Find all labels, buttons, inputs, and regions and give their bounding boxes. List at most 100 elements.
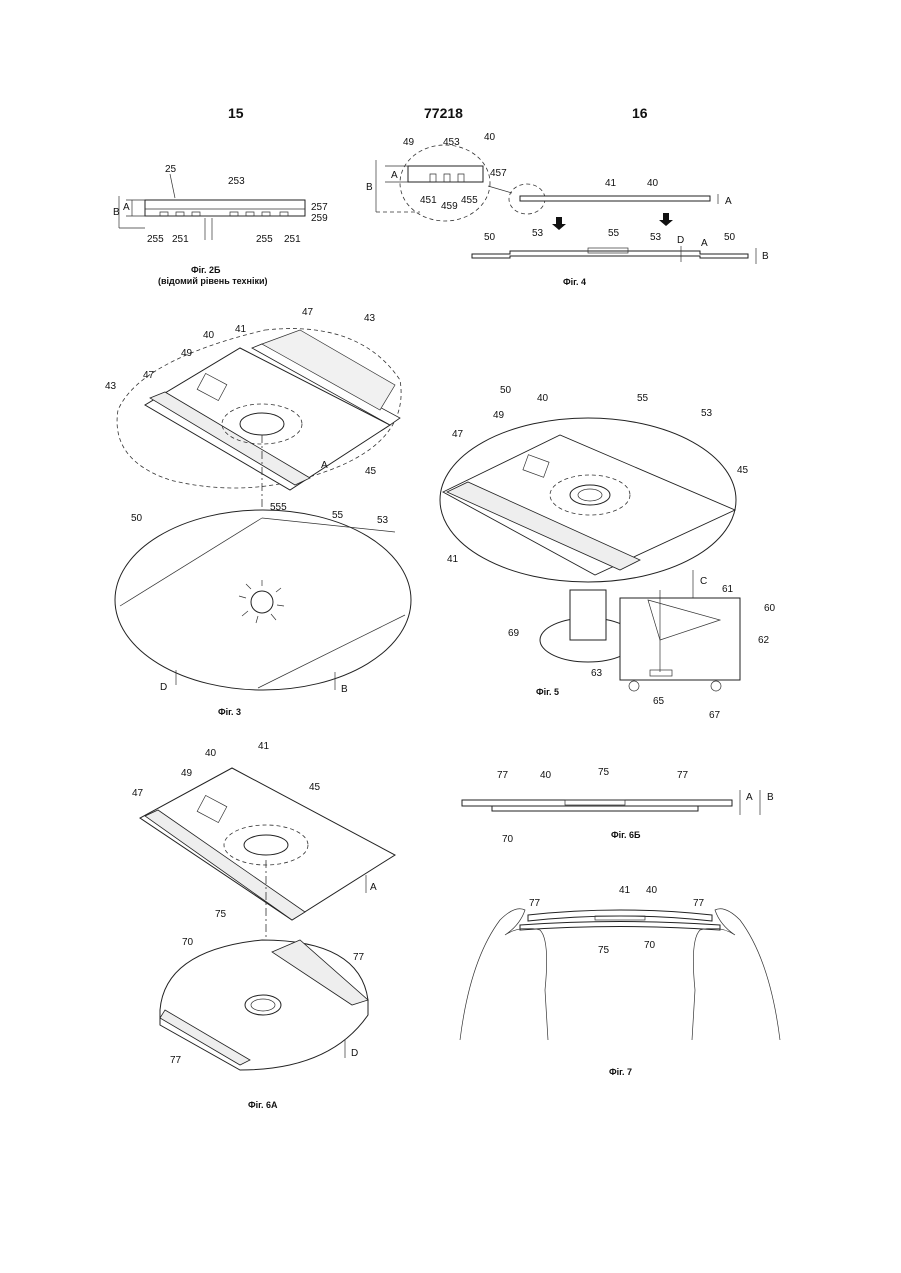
fig7-caption: Фіг. 7 (609, 1067, 632, 1077)
fig3-caption: Фіг. 3 (218, 707, 241, 717)
fig4-label-A2: A (725, 196, 732, 207)
fig6a-label-41: 41 (258, 741, 270, 752)
fig6a-label-D: D (351, 1048, 358, 1059)
fig7-label-77b: 77 (693, 898, 705, 909)
fig5-label-61: 61 (722, 584, 734, 595)
fig2b-label-A: A (123, 202, 130, 213)
figure-6b: 77 40 75 77 A B 70 Фіг. 6Б (462, 767, 774, 845)
fig4-label-B1: B (366, 182, 373, 193)
fig7-label-70: 70 (644, 940, 656, 951)
fig5-label-60: 60 (764, 603, 776, 614)
fig2b-label-255b: 255 (256, 234, 273, 245)
fig6a-label-75: 75 (215, 909, 227, 920)
fig6b-label-40: 40 (540, 770, 552, 781)
figure-3: 47 43 40 41 49 47 43 A 45 50 555 55 53 D… (105, 307, 411, 717)
fig6a-label-70: 70 (182, 937, 194, 948)
fig4-label-A1: A (391, 170, 398, 181)
fig2b-label-25: 25 (165, 164, 177, 175)
fig7-label-75: 75 (598, 945, 610, 956)
fig4-label-453: 453 (443, 137, 460, 148)
fig6a-label-40: 40 (205, 748, 217, 759)
fig2b-caption: Фіг. 2Б (191, 265, 221, 275)
fig5-label-41: 41 (447, 554, 459, 565)
fig4-label-455: 455 (461, 195, 478, 206)
fig2b-label-251a: 251 (172, 234, 189, 245)
fig7-label-77a: 77 (529, 898, 541, 909)
fig4-label-53b: 53 (650, 232, 662, 243)
fig4-label-D: D (677, 235, 684, 246)
fig4-label-451: 451 (420, 195, 437, 206)
figure-6a: 41 40 49 45 47 A 75 70 77 77 D Фіг. 6А (132, 741, 395, 1110)
fig6b-label-A: A (746, 792, 753, 803)
fig4-label-53a: 53 (532, 228, 544, 239)
fig6a-label-49: 49 (181, 768, 193, 779)
fig3-label-43a: 43 (364, 313, 376, 324)
fig3-label-49: 49 (181, 348, 193, 359)
fig3-label-53: 53 (377, 515, 389, 526)
fig4-label-49: 49 (403, 137, 415, 148)
fig3-label-47a: 47 (302, 307, 314, 318)
fig4-label-40b: 40 (647, 178, 659, 189)
fig5-label-40: 40 (537, 393, 549, 404)
fig4-caption: Фіг. 4 (563, 277, 586, 287)
fig6b-label-B: B (767, 792, 774, 803)
fig2b-label-251b: 251 (284, 234, 301, 245)
fig6a-label-77a: 77 (353, 952, 365, 963)
fig2b-label-257: 257 (311, 202, 328, 213)
fig6b-label-70: 70 (502, 834, 514, 845)
fig2b-label-253: 253 (228, 176, 245, 187)
fig4-label-40a: 40 (484, 132, 496, 143)
fig6b-caption: Фіг. 6Б (611, 830, 641, 840)
fig4-label-457: 457 (490, 168, 507, 179)
figure-5: 50 40 55 53 49 47 45 41 C 61 60 62 69 63… (440, 385, 776, 721)
fig4-label-A3: A (701, 238, 708, 249)
fig6a-label-A: A (370, 882, 377, 893)
fig2b-subcaption: (відомий рівень техніки) (158, 276, 268, 286)
fig6a-label-45: 45 (309, 782, 321, 793)
fig3-label-43b: 43 (105, 381, 117, 392)
fig5-label-62: 62 (758, 635, 770, 646)
fig3-label-A: A (321, 460, 328, 471)
fig3-label-41: 41 (235, 324, 247, 335)
fig5-label-65: 65 (653, 696, 665, 707)
fig3-label-B: B (341, 684, 348, 695)
fig5-label-45: 45 (737, 465, 749, 476)
fig4-label-B2: B (762, 251, 769, 262)
fig5-label-47: 47 (452, 429, 464, 440)
fig6b-label-75: 75 (598, 767, 610, 778)
fig5-label-55: 55 (637, 393, 649, 404)
fig5-caption: Фіг. 5 (536, 687, 559, 697)
fig4-label-41: 41 (605, 178, 617, 189)
fig5-label-63: 63 (591, 668, 603, 679)
fig2b-label-B: B (113, 207, 120, 218)
fig3-label-45: 45 (365, 466, 377, 477)
fig3-label-55: 55 (332, 510, 344, 521)
fig5-label-50: 50 (500, 385, 512, 396)
fig3-label-D: D (160, 682, 167, 693)
figure-2b: 25 253 B A 257 259 255 251 255 251 Фіг. … (113, 164, 328, 286)
fig7-label-41: 41 (619, 885, 631, 896)
fig4-label-50b: 50 (724, 232, 736, 243)
fig3-label-50: 50 (131, 513, 143, 524)
fig5-label-49: 49 (493, 410, 505, 421)
fig4-label-459: 459 (441, 201, 458, 212)
fig3-label-40: 40 (203, 330, 215, 341)
fig5-label-67: 67 (709, 710, 721, 721)
fig6a-label-77b: 77 (170, 1055, 182, 1066)
fig4-label-50a: 50 (484, 232, 496, 243)
fig5-label-C: C (700, 576, 707, 587)
fig6a-label-47: 47 (132, 788, 144, 799)
figure-4: 49 453 40 A B 457 451 459 455 41 40 A 50… (366, 132, 769, 287)
fig5-label-53: 53 (701, 408, 713, 419)
fig6b-label-77b: 77 (677, 770, 689, 781)
fig6b-label-77a: 77 (497, 770, 509, 781)
fig2b-label-255a: 255 (147, 234, 164, 245)
figure-7: 41 40 77 77 75 70 Фіг. 7 (460, 885, 780, 1077)
fig4-label-55: 55 (608, 228, 620, 239)
fig6a-caption: Фіг. 6А (248, 1100, 278, 1110)
fig3-label-47b: 47 (143, 370, 155, 381)
fig7-label-40: 40 (646, 885, 658, 896)
fig2b-label-259: 259 (311, 213, 328, 224)
fig3-label-555: 555 (270, 502, 287, 513)
